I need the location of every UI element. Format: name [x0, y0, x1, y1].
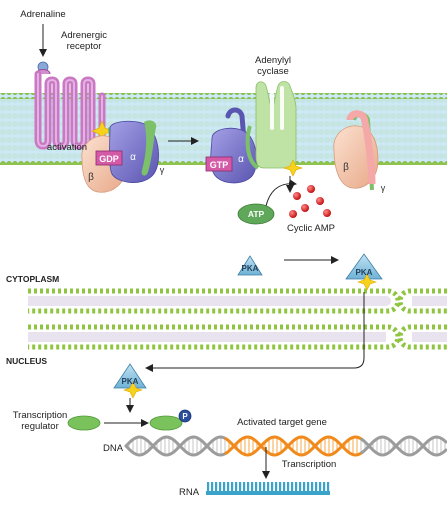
- pka-active-label: PKA: [356, 268, 373, 277]
- rna-base: [231, 482, 234, 492]
- adrenergic-label-line2: receptor: [67, 41, 102, 52]
- cytoplasm-label: CYTOPLASM: [6, 274, 59, 284]
- activation-label: activation: [47, 142, 87, 153]
- rna-base: [283, 482, 286, 492]
- rna-base: [223, 482, 226, 492]
- rna-base: [299, 482, 302, 492]
- pka-nucleus: [113, 363, 147, 413]
- dna-label: DNA: [103, 443, 124, 454]
- alpha-label-right: α: [238, 154, 244, 165]
- rna-base: [251, 482, 254, 492]
- rna-base: [307, 482, 310, 492]
- g-alpha-gtp: [205, 107, 257, 184]
- rna-base: [271, 482, 274, 492]
- rna-base: [263, 482, 266, 492]
- rna-base: [259, 482, 262, 492]
- pka-active: [145, 253, 383, 372]
- transcription-regulator-label-line2: regulator: [21, 421, 59, 432]
- dna-backbone: [124, 435, 228, 457]
- rna-base: [255, 482, 258, 492]
- nucleus-label: NUCLEUS: [6, 356, 47, 366]
- gamma-label-left: γ: [160, 165, 165, 175]
- rna-base: [267, 482, 270, 492]
- rna-base: [211, 482, 214, 492]
- dna-backbone: [224, 435, 364, 457]
- alpha-label-left: α: [130, 152, 136, 163]
- rna-base: [239, 482, 242, 492]
- rna-base: [243, 482, 246, 492]
- rna-base: [291, 482, 294, 492]
- g-beta-gamma: [333, 110, 379, 191]
- activation-star: [91, 120, 113, 142]
- rna-base: [247, 482, 250, 492]
- pka-inactive: [237, 255, 263, 276]
- rna-label: RNA: [179, 487, 200, 498]
- adenylyl-label-line2: cyclase: [257, 66, 289, 77]
- transcription-label: Transcription: [282, 459, 337, 470]
- atp-label: ATP: [248, 209, 265, 219]
- nuclear-envelope: [28, 288, 447, 350]
- adrenergic-receptor: [34, 69, 106, 150]
- rna-base: [227, 482, 230, 492]
- gtp-label: GTP: [210, 160, 229, 170]
- cyclic-amp-molecules: [289, 185, 331, 218]
- rna-base: [295, 482, 298, 492]
- adrenaline-label: Adrenaline: [20, 9, 65, 20]
- rna-base: [303, 482, 306, 492]
- dna-backbone: [124, 435, 228, 457]
- beta-label-left: β: [88, 172, 94, 183]
- rna-base: [323, 482, 326, 492]
- transcription-regulator-label-line1: Transcription: [13, 410, 68, 421]
- dna-double-helix: [124, 435, 447, 457]
- adrenaline-molecule: [37, 24, 49, 73]
- rna-base: [319, 482, 322, 492]
- transcription-regulator: [67, 409, 192, 431]
- beta-label-right: β: [343, 162, 349, 173]
- rna-base: [275, 482, 278, 492]
- rna-base: [311, 482, 314, 492]
- activated-target-gene-label: Activated target gene: [237, 417, 327, 428]
- dna-backbone: [360, 435, 447, 457]
- rna-backbone: [206, 491, 330, 495]
- rna-base: [287, 482, 290, 492]
- gamma-label-right: γ: [381, 183, 386, 193]
- rna-base: [279, 482, 282, 492]
- rna-base: [207, 482, 210, 492]
- adrenergic-label-line1: Adrenergic: [61, 30, 107, 41]
- phosphate-label: P: [182, 412, 188, 421]
- adenylyl-cyclase: [245, 81, 303, 193]
- pka-inactive-label: PKA: [242, 264, 259, 273]
- rna-strand: [206, 482, 330, 495]
- rna-base: [215, 482, 218, 492]
- rna-base: [235, 482, 238, 492]
- cyclic-amp-label: Cyclic AMP: [287, 223, 335, 234]
- rna-base: [315, 482, 318, 492]
- atp-node: [237, 179, 297, 225]
- gdp-label: GDP: [99, 154, 119, 164]
- dna-backbone: [224, 435, 364, 457]
- rna-base: [219, 482, 222, 492]
- adenylyl-label-line1: Adenylyl: [255, 55, 291, 66]
- dna-backbone: [360, 435, 447, 457]
- g-protein-gdp: [81, 120, 159, 193]
- pka-nucleus-label: PKA: [122, 377, 139, 386]
- rna-base: [327, 482, 330, 492]
